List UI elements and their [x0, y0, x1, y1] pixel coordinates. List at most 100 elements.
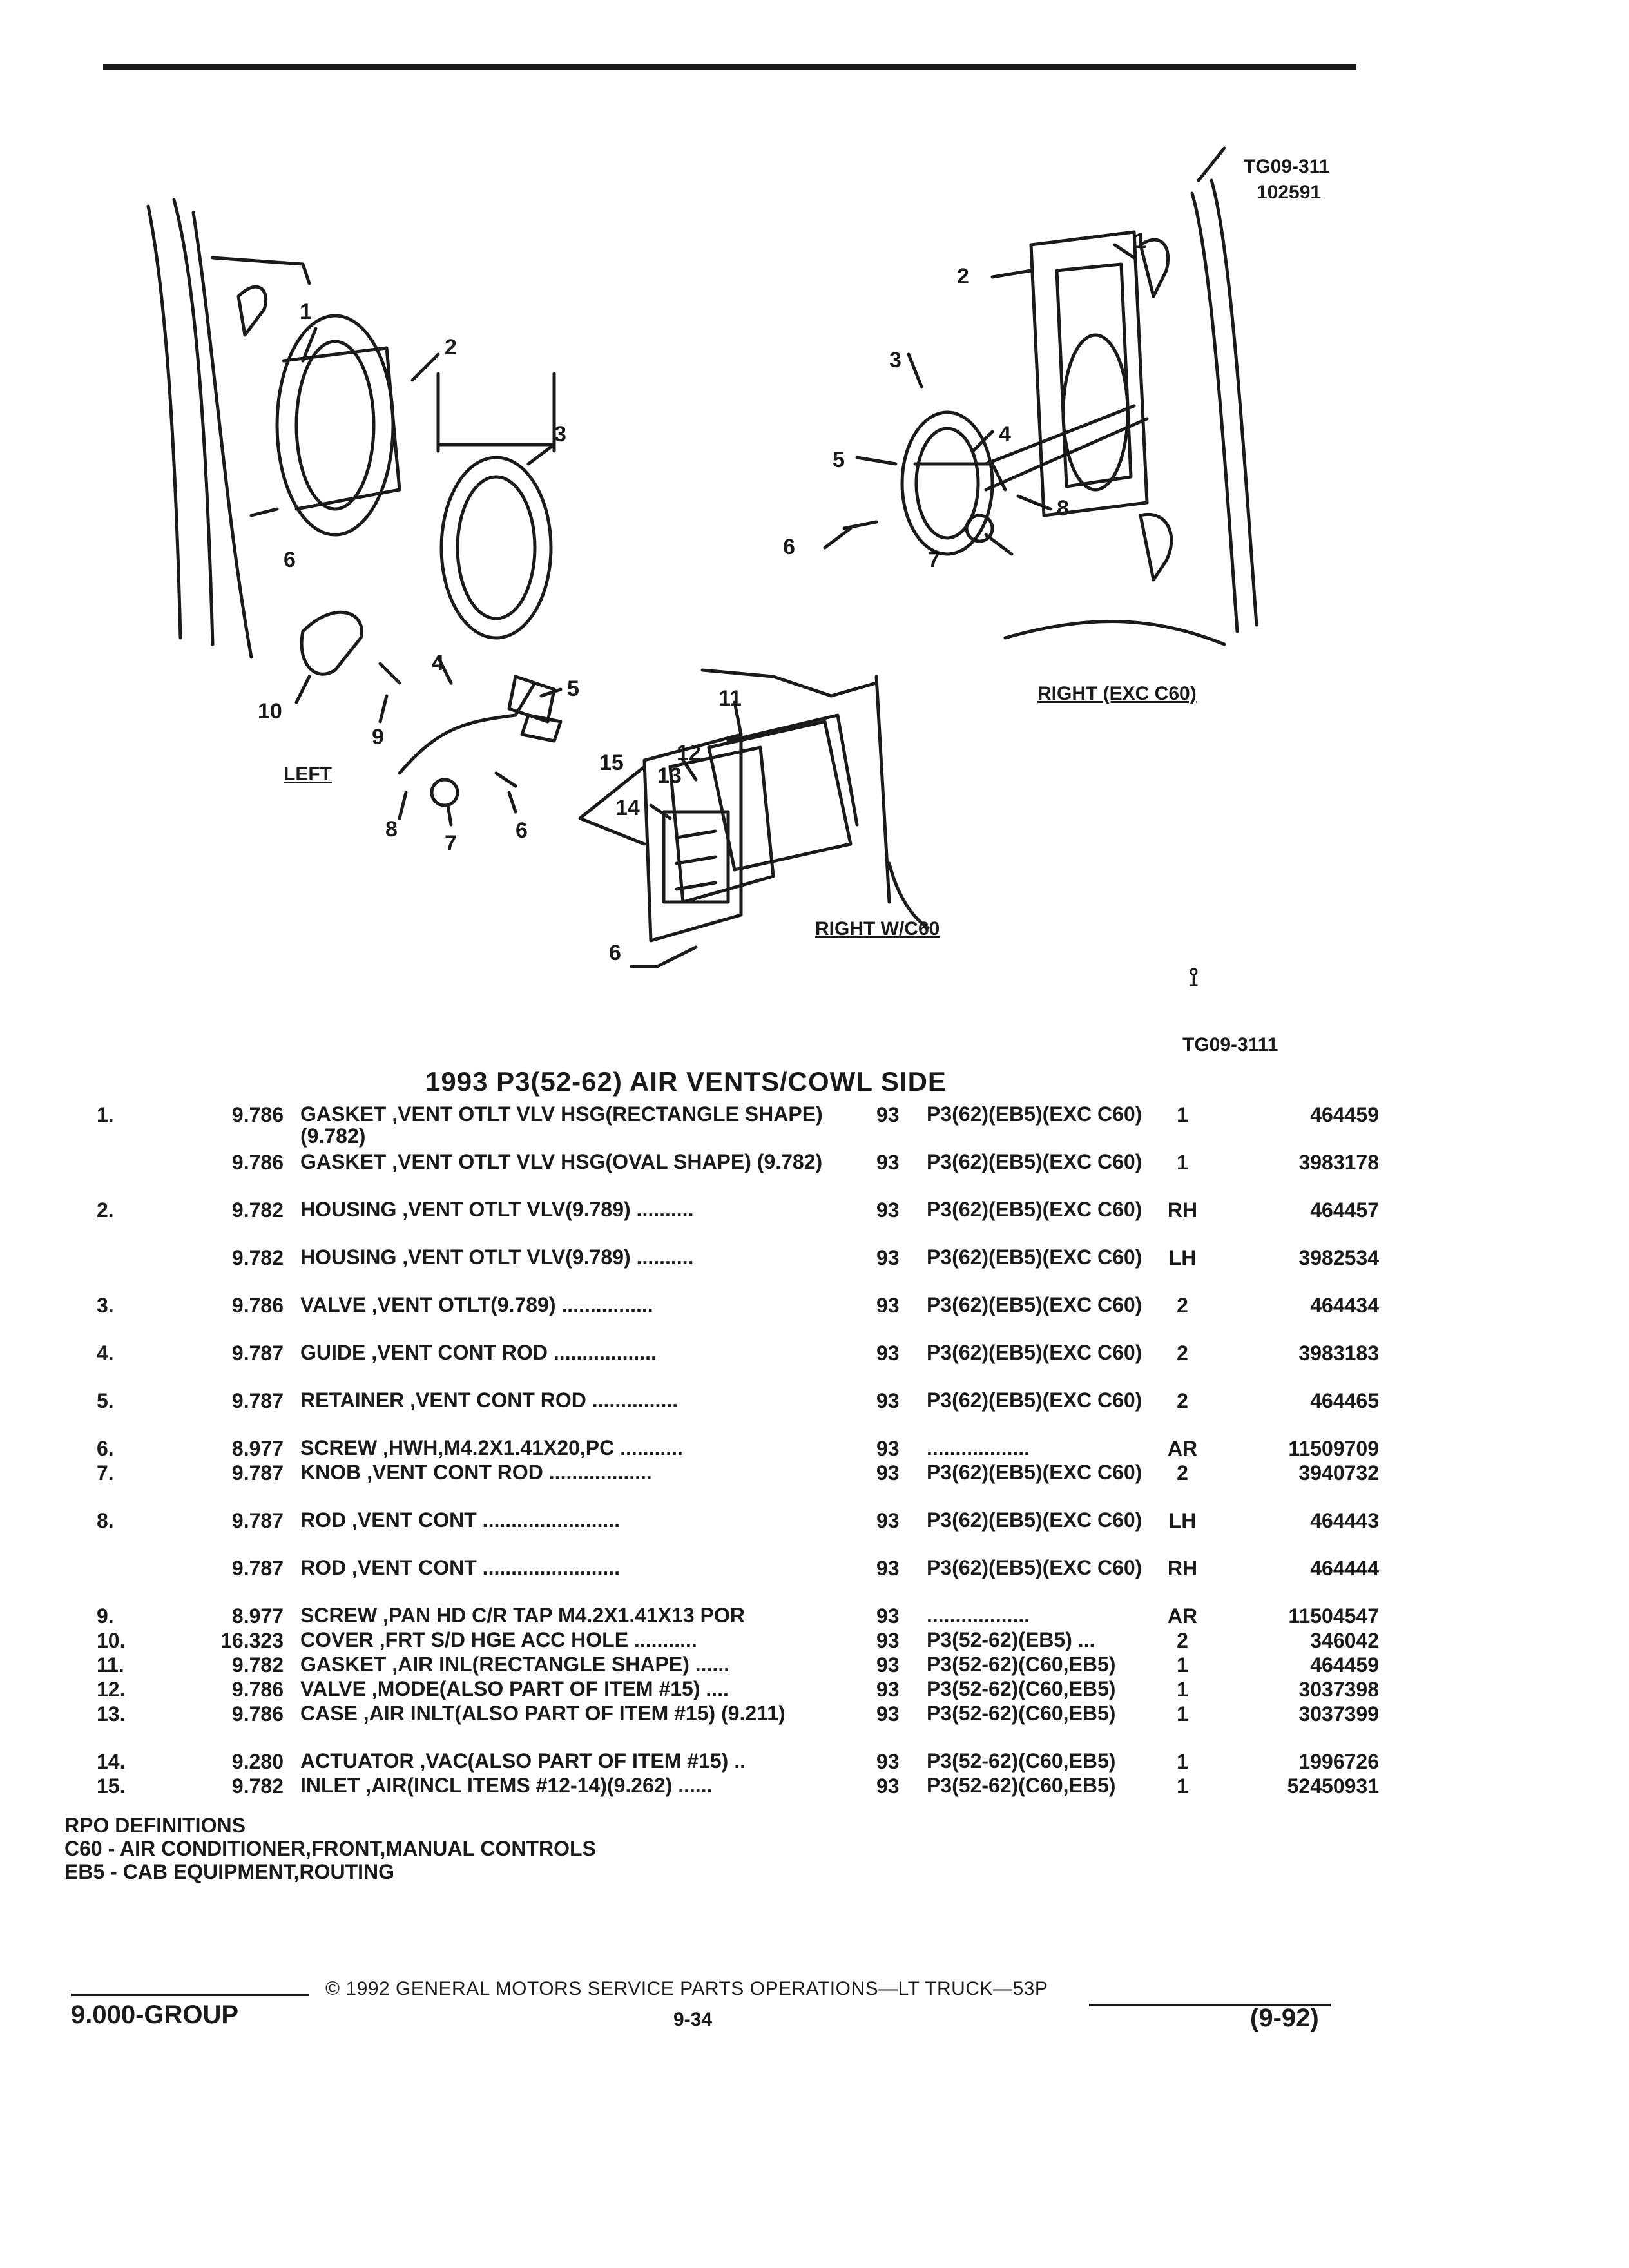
year: 93	[876, 1557, 900, 1580]
part-description: ACTUATOR ,VAC(ALSO PART OF ITEM #15) ..	[300, 1749, 746, 1773]
part-number: 464444	[1310, 1557, 1379, 1580]
svg-text:5: 5	[833, 448, 845, 472]
quantity: 2	[1177, 1294, 1188, 1317]
part-number: 1996726	[1298, 1750, 1379, 1773]
year: 93	[876, 1702, 900, 1725]
year: 93	[876, 1750, 900, 1773]
svg-text:9: 9	[372, 725, 384, 749]
part-description: GASKET ,VENT OTLT VLV HSG(OVAL SHAPE) (9…	[300, 1150, 823, 1173]
item-number: 10.	[97, 1629, 126, 1652]
table-row: 3. 9.786 VALVE ,VENT OTLT(9.789) .......…	[64, 1294, 1379, 1341]
item-number: 7.	[97, 1461, 114, 1485]
group-number: 9.786	[231, 1151, 284, 1174]
item-number: 15.	[97, 1774, 126, 1798]
table-row: 9.782 HOUSING ,VENT OTLT VLV(9.789) ....…	[64, 1246, 1379, 1294]
part-number: 3982534	[1298, 1246, 1379, 1269]
quantity: 1	[1177, 1653, 1188, 1677]
part-description: INLET ,AIR(INCL ITEMS #12-14)(9.262) ...…	[300, 1774, 713, 1797]
svg-text:11: 11	[718, 686, 742, 711]
svg-text:2: 2	[957, 264, 969, 289]
quantity: RH	[1167, 1198, 1198, 1222]
part-number: 3940732	[1298, 1461, 1379, 1485]
part-number: 3037399	[1298, 1702, 1379, 1725]
model-usage: P3(62)(EB5)(EXC C60)	[927, 1245, 1142, 1269]
svg-text:1: 1	[300, 300, 312, 324]
table-row: 1. 9.786 GASKET ,VENT OTLT VLV HSG(RECTA…	[64, 1103, 1379, 1151]
part-number: 52450931	[1287, 1774, 1379, 1798]
svg-text:1: 1	[1134, 229, 1146, 253]
svg-text:10: 10	[258, 699, 282, 724]
model-usage: P3(52-62)(C60,EB5)	[927, 1749, 1116, 1773]
model-usage: P3(62)(EB5)(EXC C60)	[927, 1461, 1142, 1484]
quantity: 2	[1177, 1341, 1188, 1365]
group-number: 9.787	[231, 1461, 284, 1485]
part-number: 464465	[1310, 1389, 1379, 1412]
year: 93	[876, 1389, 900, 1412]
quantity: 2	[1177, 1629, 1188, 1652]
part-number: 11509709	[1288, 1437, 1379, 1460]
svg-text:2: 2	[445, 335, 457, 360]
model-usage: P3(52-62)(C60,EB5)	[927, 1653, 1116, 1676]
year: 93	[876, 1604, 900, 1628]
group-number: 8.977	[231, 1437, 284, 1460]
part-description: RETAINER ,VENT CONT ROD ...............	[300, 1389, 679, 1412]
group-number: 9.786	[231, 1103, 284, 1126]
quantity: 1	[1177, 1702, 1188, 1725]
part-description: VALVE ,VENT OTLT(9.789) ................	[300, 1293, 653, 1316]
table-row: 5. 9.787 RETAINER ,VENT CONT ROD .......…	[64, 1389, 1379, 1437]
part-description: COVER ,FRT S/D HGE ACC HOLE ...........	[300, 1628, 697, 1651]
model-usage: P3(62)(EB5)(EXC C60)	[927, 1389, 1142, 1412]
svg-text:7: 7	[928, 548, 940, 572]
footer-group: 9.000-GROUP	[71, 2001, 239, 2029]
item-number: 6.	[97, 1437, 114, 1460]
group-number: 9.786	[231, 1702, 284, 1725]
group-number: 9.786	[231, 1678, 284, 1701]
exploded-diagram: 1 2 3 6 10 9 4 5 8 7 6 1 2 3 4 5 8 7 6 1…	[146, 146, 1258, 992]
quantity: 1	[1177, 1750, 1188, 1773]
group-number: 16.323	[220, 1629, 284, 1652]
svg-text:3: 3	[554, 422, 566, 447]
model-usage: ..................	[927, 1436, 1030, 1459]
table-row: 9.786 GASKET ,VENT OTLT VLV HSG(OVAL SHA…	[64, 1151, 1379, 1198]
part-number: 346042	[1310, 1629, 1379, 1652]
part-number: 3037398	[1298, 1678, 1379, 1701]
table-row: 7. 9.787 KNOB ,VENT CONT ROD ...........…	[64, 1461, 1379, 1509]
group-number: 9.782	[231, 1774, 284, 1798]
figure-ref-top: TG09-311	[1244, 156, 1330, 177]
group-number: 9.782	[231, 1246, 284, 1269]
year: 93	[876, 1198, 900, 1222]
group-number: 9.787	[231, 1389, 284, 1412]
part-description: KNOB ,VENT CONT ROD ..................	[300, 1461, 652, 1484]
svg-text:4: 4	[999, 422, 1011, 447]
table-row: 6. 8.977 SCREW ,HWH,M4.2X1.41X20,PC ....…	[64, 1437, 1379, 1461]
item-number: 3.	[97, 1294, 114, 1317]
table-row: 15. 9.782 INLET ,AIR(INCL ITEMS #12-14)(…	[64, 1774, 1379, 1799]
part-description: ROD ,VENT CONT ........................	[300, 1508, 621, 1532]
year: 93	[876, 1774, 900, 1798]
part-number: 3983178	[1298, 1151, 1379, 1174]
footer-rule-right	[1089, 2004, 1331, 2006]
svg-text:7: 7	[445, 831, 457, 856]
rpo-c60: C60 - AIR CONDITIONER,FRONT,MANUAL CONTR…	[64, 1837, 596, 1860]
item-number: 5.	[97, 1389, 114, 1412]
figure-ref-bottom: TG09-3111	[1182, 1034, 1278, 1055]
model-usage: P3(52-62)(C60,EB5)	[927, 1677, 1116, 1700]
table-row: 10. 16.323 COVER ,FRT S/D HGE ACC HOLE .…	[64, 1629, 1379, 1653]
part-number: 11504547	[1288, 1604, 1379, 1628]
footer-page-number: 9-34	[673, 2009, 713, 2030]
group-number: 9.786	[231, 1294, 284, 1317]
view-label-right-w: RIGHT W/C60	[815, 918, 940, 939]
svg-text:6: 6	[284, 548, 296, 572]
part-number: 464434	[1310, 1294, 1379, 1317]
group-number: 9.787	[231, 1557, 284, 1580]
model-usage: P3(62)(EB5)(EXC C60)	[927, 1150, 1142, 1173]
svg-text:13: 13	[657, 764, 682, 788]
top-rule	[103, 64, 1356, 70]
item-number: 13.	[97, 1702, 126, 1725]
svg-text:8: 8	[385, 817, 398, 841]
view-label-right-exc: RIGHT (EXC C60)	[1037, 683, 1197, 704]
group-number: 8.977	[231, 1604, 284, 1628]
view-label-left: LEFT	[284, 764, 332, 785]
table-row: 12. 9.786 VALVE ,MODE(ALSO PART OF ITEM …	[64, 1678, 1379, 1702]
footer-date: (9-92)	[1250, 2004, 1319, 2032]
